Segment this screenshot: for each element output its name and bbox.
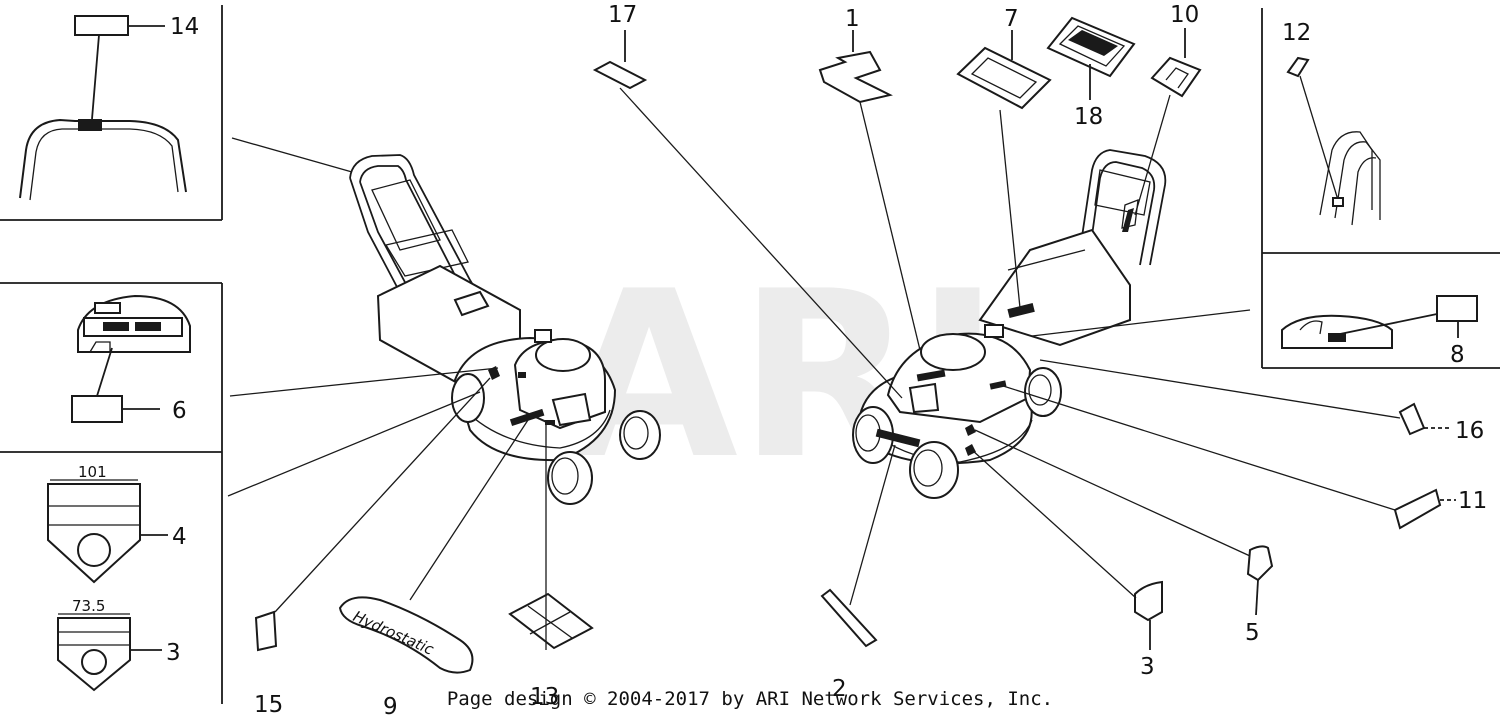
callout-7: 7: [1004, 6, 1019, 32]
decal-12: [1286, 56, 1310, 78]
leader-lines: [227, 87, 1401, 650]
handle-detail: [19, 15, 187, 201]
callout-numbers: 14 6 4 3 15 9 13 17 1 7 18 10 12 8 16 11…: [166, 2, 1487, 720]
engine-right-detail: [1281, 295, 1478, 349]
part-15: [254, 610, 278, 652]
part-7: [956, 30, 1052, 110]
callout-2: 2: [832, 676, 847, 702]
callout-13: 13: [530, 684, 559, 710]
decal-6: [71, 395, 123, 423]
callout-11: 11: [1458, 488, 1487, 514]
callout-16: 16: [1455, 418, 1484, 444]
callout-14: 14: [170, 14, 199, 40]
svg-text:73.5: 73.5: [72, 597, 105, 615]
engine-cover-detail: [71, 294, 191, 423]
part-17: [592, 30, 648, 90]
callout-1: 1: [845, 6, 860, 32]
callout-3-left: 3: [166, 640, 181, 666]
left-panel-frames: [0, 5, 223, 704]
shield-3: 73.5: [57, 597, 162, 692]
part-10: [1150, 28, 1202, 98]
callout-18: 18: [1074, 104, 1103, 130]
callout-6: 6: [172, 398, 187, 424]
callout-4: 4: [172, 524, 187, 550]
callout-9: 9: [383, 694, 398, 720]
part-18: [1046, 16, 1136, 100]
callout-5: 5: [1245, 620, 1260, 646]
right-panel-frames: [1261, 8, 1500, 369]
callout-12: 12: [1282, 20, 1311, 46]
shield-4: 101: [47, 463, 168, 584]
part-11: [1393, 488, 1456, 530]
part-3-right: [1134, 580, 1163, 650]
callout-10: 10: [1170, 2, 1199, 28]
right-mower: [852, 149, 1167, 499]
handle-right-detail: [1286, 56, 1381, 226]
part-9-decal: Hydrostatic: [338, 596, 474, 674]
part-1: [818, 30, 893, 104]
callout-15: 15: [254, 692, 283, 718]
decal-8: [1436, 295, 1478, 322]
part-16: [1398, 402, 1452, 436]
part-13: [508, 592, 594, 650]
callout-8: 8: [1450, 342, 1465, 368]
decal-14: [74, 15, 129, 36]
callout-3-right: 3: [1140, 654, 1155, 680]
svg-text:101: 101: [78, 463, 107, 481]
part-5: [1246, 545, 1274, 616]
part-2: [820, 588, 878, 648]
callout-17: 17: [608, 2, 637, 28]
copyright-footer: Page design © 2004-2017 by ARI Network S…: [446, 688, 1054, 710]
